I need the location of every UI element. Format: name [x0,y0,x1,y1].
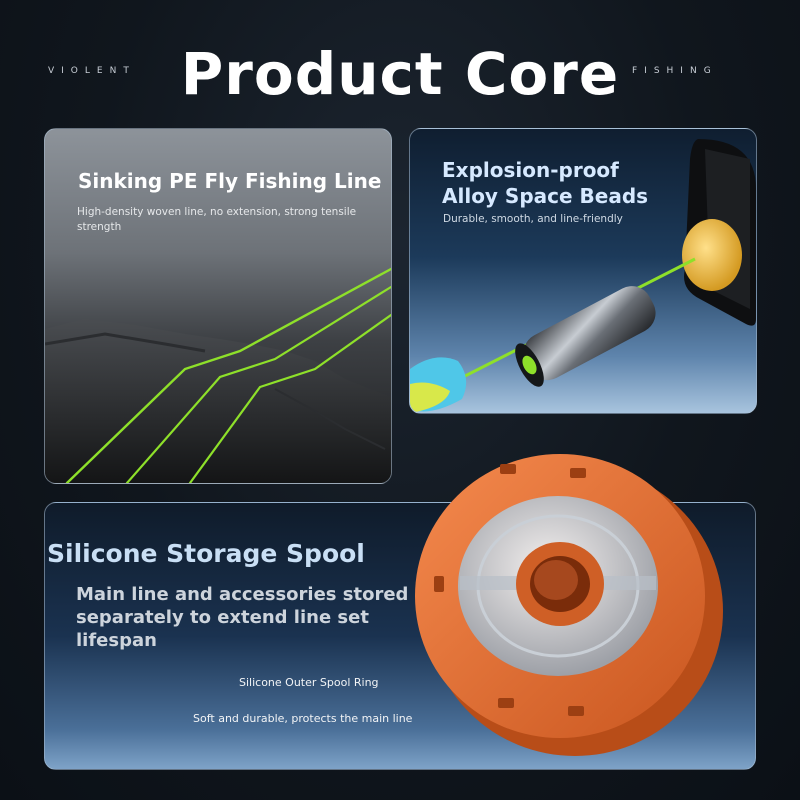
spool-ring-label: Silicone Outer Spool Ring [239,676,379,689]
beads-card-title: Explosion-proof Alloy Space Beads [442,157,672,209]
beads-card-subtitle: Durable, smooth, and line-friendly [443,213,623,225]
spool-ring-caption: Soft and durable, protects the main line [193,712,413,725]
fishing-line-card: Sinking PE Fly Fishing Line High-density… [44,128,392,484]
beads-title-line1: Explosion-proof [442,158,619,182]
beads-card: Explosion-proof Alloy Space Beads Durabl… [409,128,757,414]
line-card-title: Sinking PE Fly Fishing Line [78,169,382,193]
page-title: Product Core [180,40,620,108]
beads-image [410,139,756,413]
spool-image [415,454,723,756]
spool-card-subtitle: Main line and accessories stored separat… [76,584,409,651]
side-word-left: VIOLENT [48,66,136,76]
line-card-subtitle: High-density woven line, no extension, s… [77,206,357,233]
side-word-right: FISHING [632,66,718,76]
beads-title-line2: Alloy Space Beads [442,184,649,208]
rock-line-image [45,267,391,483]
spool-card-title: Silicone Storage Spool [47,539,365,568]
